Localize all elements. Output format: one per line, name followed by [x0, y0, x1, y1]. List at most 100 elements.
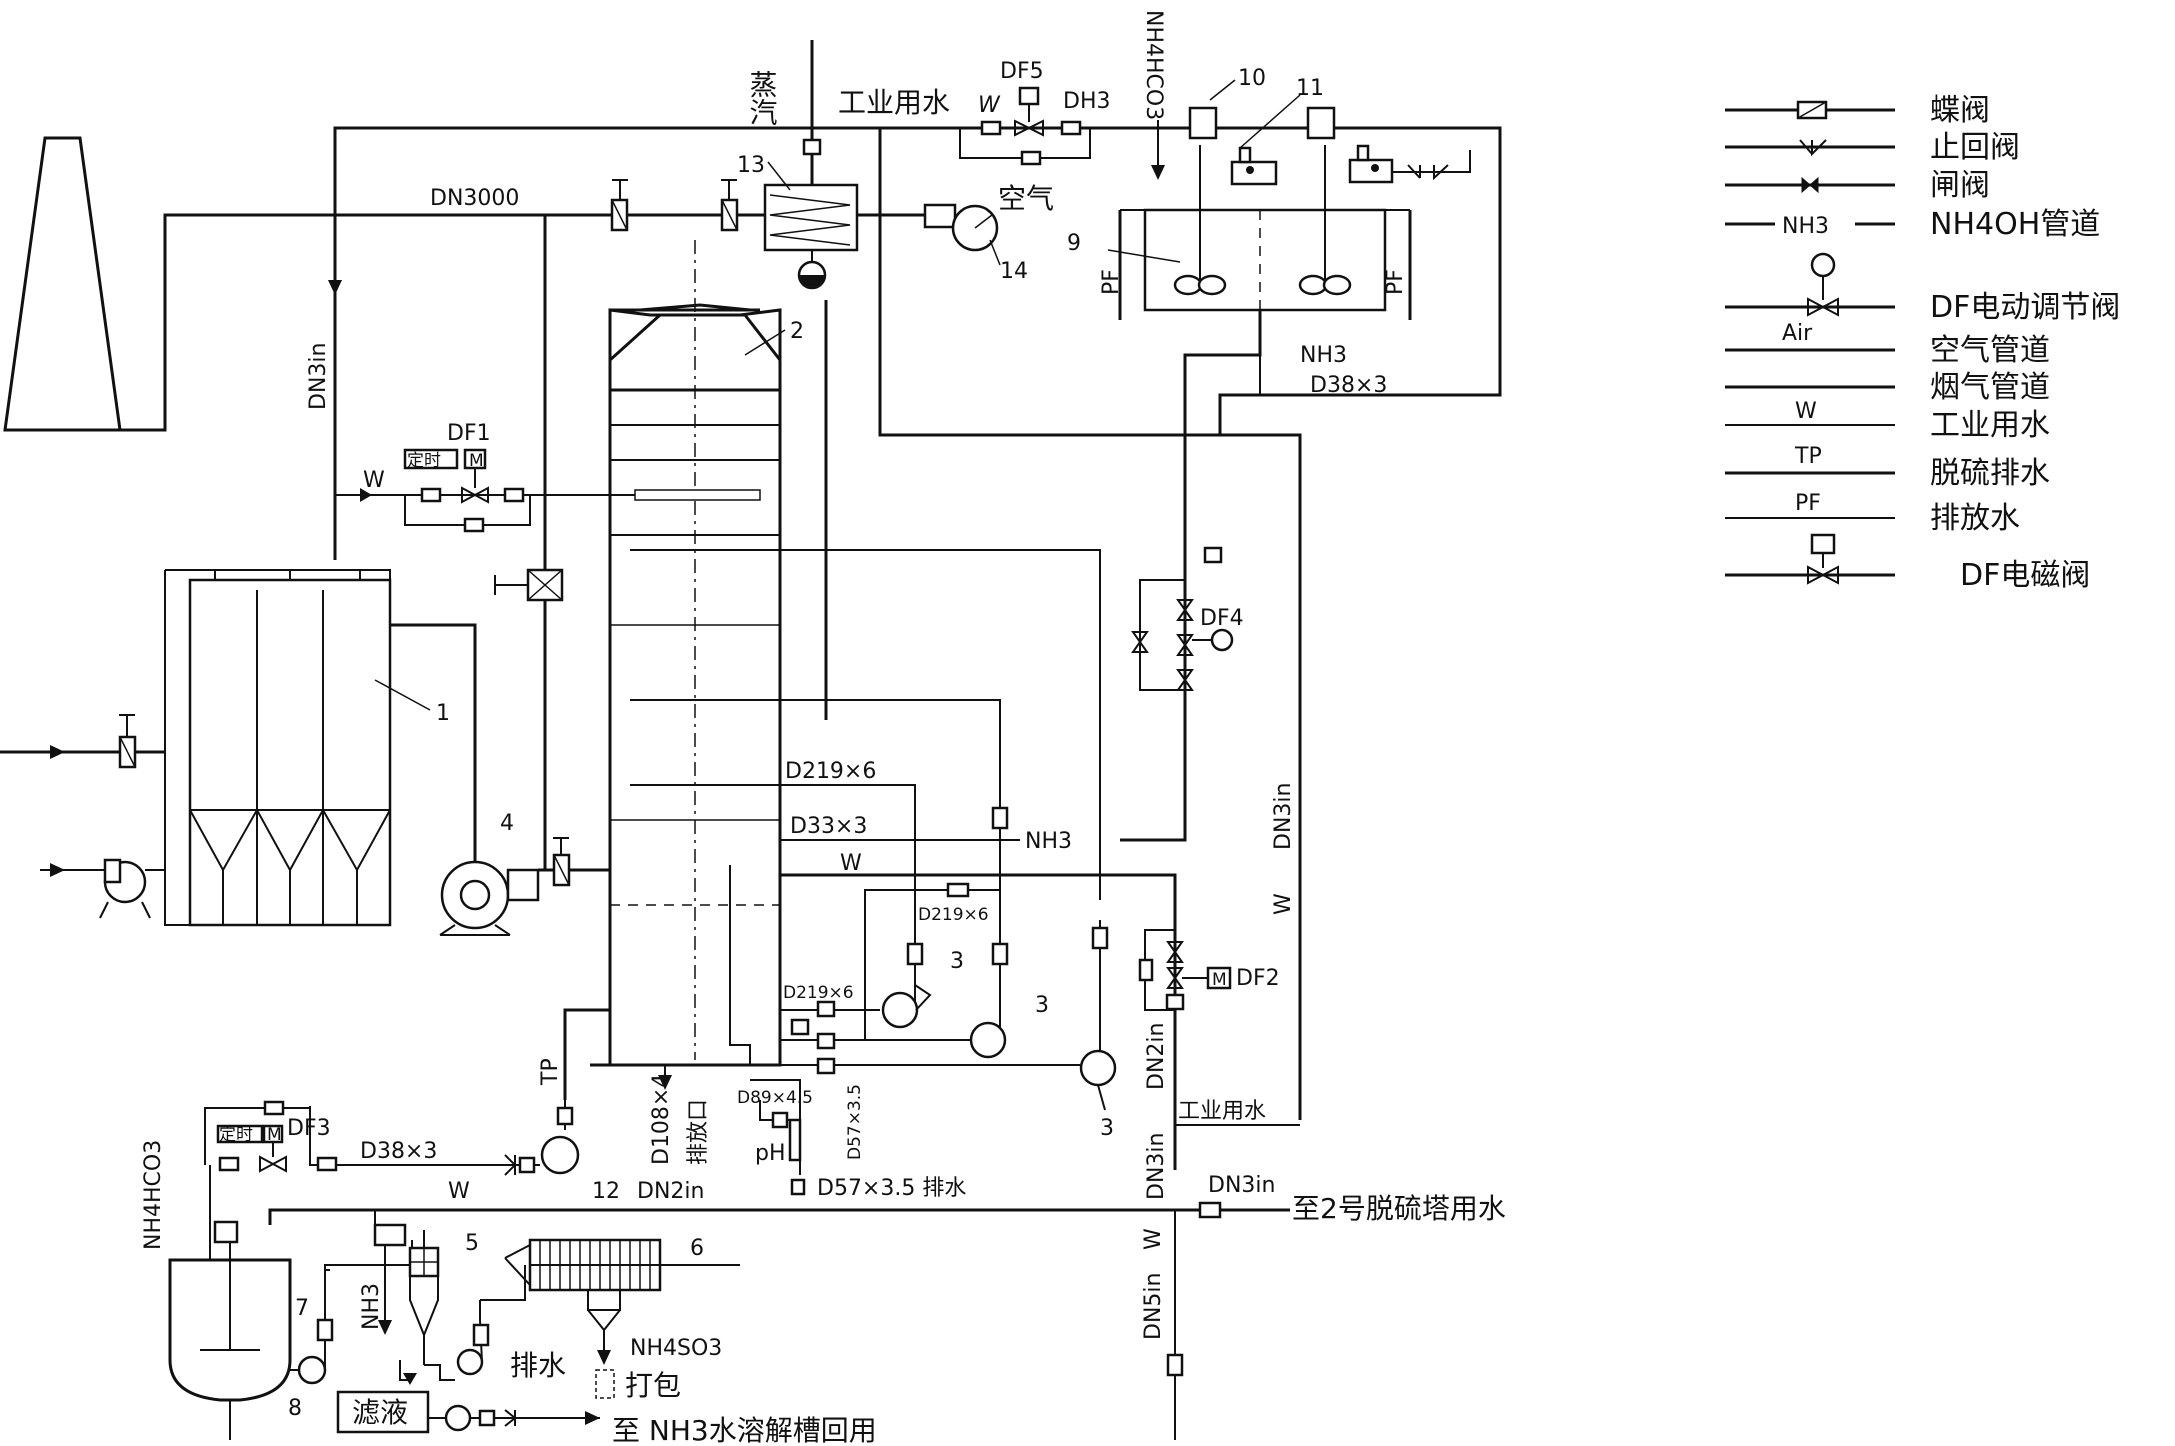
svg-text:NH3: NH3	[1782, 214, 1829, 239]
pump-3a	[780, 920, 932, 1029]
svg-text:空气管道: 空气管道	[1930, 333, 2050, 368]
svg-text:D38×3: D38×3	[360, 1139, 437, 1164]
chimney	[3, 136, 122, 432]
precipitator-1	[164, 569, 392, 927]
svg-text:PF: PF	[1795, 491, 1821, 516]
svg-text:排水: 排水	[510, 1349, 566, 1382]
timer-label: 定时	[219, 1125, 253, 1145]
svg-text:D57×3.5 排水: D57×3.5 排水	[817, 1176, 966, 1201]
df3-label: DF3	[287, 1116, 331, 1141]
svg-text:NH3: NH3	[1300, 343, 1347, 368]
svg-text:Air: Air	[1782, 321, 1813, 346]
legend-desulfurization-drain: TP 脱硫排水	[1725, 444, 2050, 491]
industrial-water-mid-line	[780, 873, 1177, 1170]
svg-text:W: W	[448, 1179, 470, 1204]
svg-text:8: 8	[288, 1396, 302, 1421]
nh3-arrow	[378, 1245, 392, 1335]
df1-label: DF1	[447, 421, 491, 446]
cyclone-5	[373, 1209, 440, 1365]
svg-text:NH4SO3: NH4SO3	[630, 1336, 722, 1361]
svg-text:NH3: NH3	[1025, 829, 1072, 854]
svg-text:D38×3: D38×3	[1310, 373, 1387, 398]
svg-text:DN5in: DN5in	[1141, 1273, 1166, 1340]
nh3-line	[1120, 310, 1262, 842]
svg-text:W: W	[840, 851, 862, 876]
svg-text:4: 4	[500, 811, 514, 836]
svg-text:闸阀: 闸阀	[1930, 168, 1990, 203]
svg-text:DN2in: DN2in	[1144, 1023, 1169, 1090]
df1-valve-group: M 定时	[335, 448, 610, 533]
inlet-butterfly-valve	[118, 714, 137, 769]
svg-text:W: W	[363, 468, 385, 493]
legend-industrial-water: W 工业用水	[1725, 399, 2050, 443]
svg-text:蝶阀: 蝶阀	[1930, 93, 1990, 128]
dh3-label: DH3	[1063, 89, 1110, 114]
dryer-6	[504, 1238, 740, 1399]
svg-text:11: 11	[1296, 76, 1324, 101]
svg-text:排放水: 排放水	[1930, 501, 2020, 536]
svg-text:NH4OH管道: NH4OH管道	[1930, 207, 2100, 242]
water-header-pipe	[878, 128, 1302, 1120]
svg-text:5: 5	[465, 1231, 479, 1256]
svg-text:打包: 打包	[625, 1369, 681, 1402]
filtrate-line	[399, 1360, 410, 1381]
svg-text:PF: PF	[1099, 269, 1124, 295]
svg-text:DF电动调节阀: DF电动调节阀	[1930, 290, 2120, 325]
svg-text:2: 2	[790, 319, 804, 344]
svg-text:PF: PF	[1383, 269, 1408, 295]
steam-valve	[802, 138, 822, 156]
steam-label: 蒸汽	[746, 70, 779, 126]
svg-text:DF电磁阀: DF电磁阀	[1960, 558, 2090, 593]
svg-text:NH3: NH3	[359, 1283, 384, 1330]
precipitator-outlet	[390, 623, 477, 880]
svg-text:14: 14	[1000, 259, 1028, 284]
svg-text:10: 10	[1238, 66, 1266, 91]
svg-text:9: 9	[1067, 231, 1081, 256]
legend-gate-valve: 闸阀	[1725, 168, 1990, 203]
svg-text:W: W	[1795, 399, 1817, 424]
svg-text:M: M	[267, 1125, 282, 1145]
df2-valve-group: M	[1138, 929, 1232, 1011]
svg-text:止回阀: 止回阀	[1930, 130, 2020, 165]
pump-valve	[816, 1000, 836, 1018]
dn3000-label: DN3000	[430, 186, 519, 211]
legend-df-regulating-valve: DF电动调节阀	[1725, 252, 2120, 325]
spray-header-1	[760, 549, 1101, 900]
dn3in-bottom-line	[268, 1208, 1290, 1225]
tower-top-cone	[608, 313, 782, 390]
fan-outlet-valve	[552, 837, 571, 887]
legend-df-solenoid-valve: DF电磁阀	[1725, 533, 2090, 593]
svg-text:TP: TP	[538, 1058, 563, 1086]
svg-text:滤液: 滤液	[352, 1396, 408, 1429]
filtrate-tank	[336, 1390, 600, 1434]
svg-text:13: 13	[737, 153, 765, 178]
absorption-tower-2	[608, 240, 782, 1067]
tower-drain-left	[563, 1008, 610, 1100]
svg-text:D219×6: D219×6	[783, 983, 854, 1003]
legend-check-valve: 止回阀	[1725, 130, 2020, 165]
svg-text:W: W	[978, 93, 1001, 118]
svg-text:12: 12	[592, 1179, 620, 1204]
diagram-labels: 蒸汽 工业用水 DF5 DH3 W NH4HCO3 空气 DN3000 DN3i…	[141, 10, 1506, 1446]
svg-text:脱硫排水: 脱硫排水	[1930, 456, 2050, 491]
spray-header-2	[760, 699, 1001, 1010]
to-tower2-label: 至2号脱硫塔用水	[1292, 1192, 1506, 1225]
df2-label: DF2	[1236, 966, 1280, 991]
svg-text:排放口: 排放口	[686, 1099, 711, 1165]
df5-valve	[980, 86, 1082, 166]
dn3in-left-label: DN3in	[306, 343, 331, 410]
nh3-valve	[1203, 546, 1223, 564]
df3-valve-group: M 定时	[204, 1100, 338, 1173]
df4-valve-group	[1131, 579, 1234, 691]
industrial-water-main	[333, 126, 1502, 560]
legend-flue-gas-pipe: 烟气管道	[1725, 370, 2050, 405]
check-valve-12	[504, 1154, 536, 1176]
fan-4	[439, 860, 540, 936]
svg-text:工业用水: 工业用水	[1930, 408, 2050, 443]
leader-lines	[374, 79, 1301, 711]
industrial-water-label: 工业用水	[838, 86, 950, 119]
pump-valve	[816, 1032, 836, 1050]
bypass-butterfly-valve	[494, 568, 564, 602]
svg-text:至 NH3水溶解槽回用: 至 NH3水溶解槽回用	[612, 1414, 877, 1446]
